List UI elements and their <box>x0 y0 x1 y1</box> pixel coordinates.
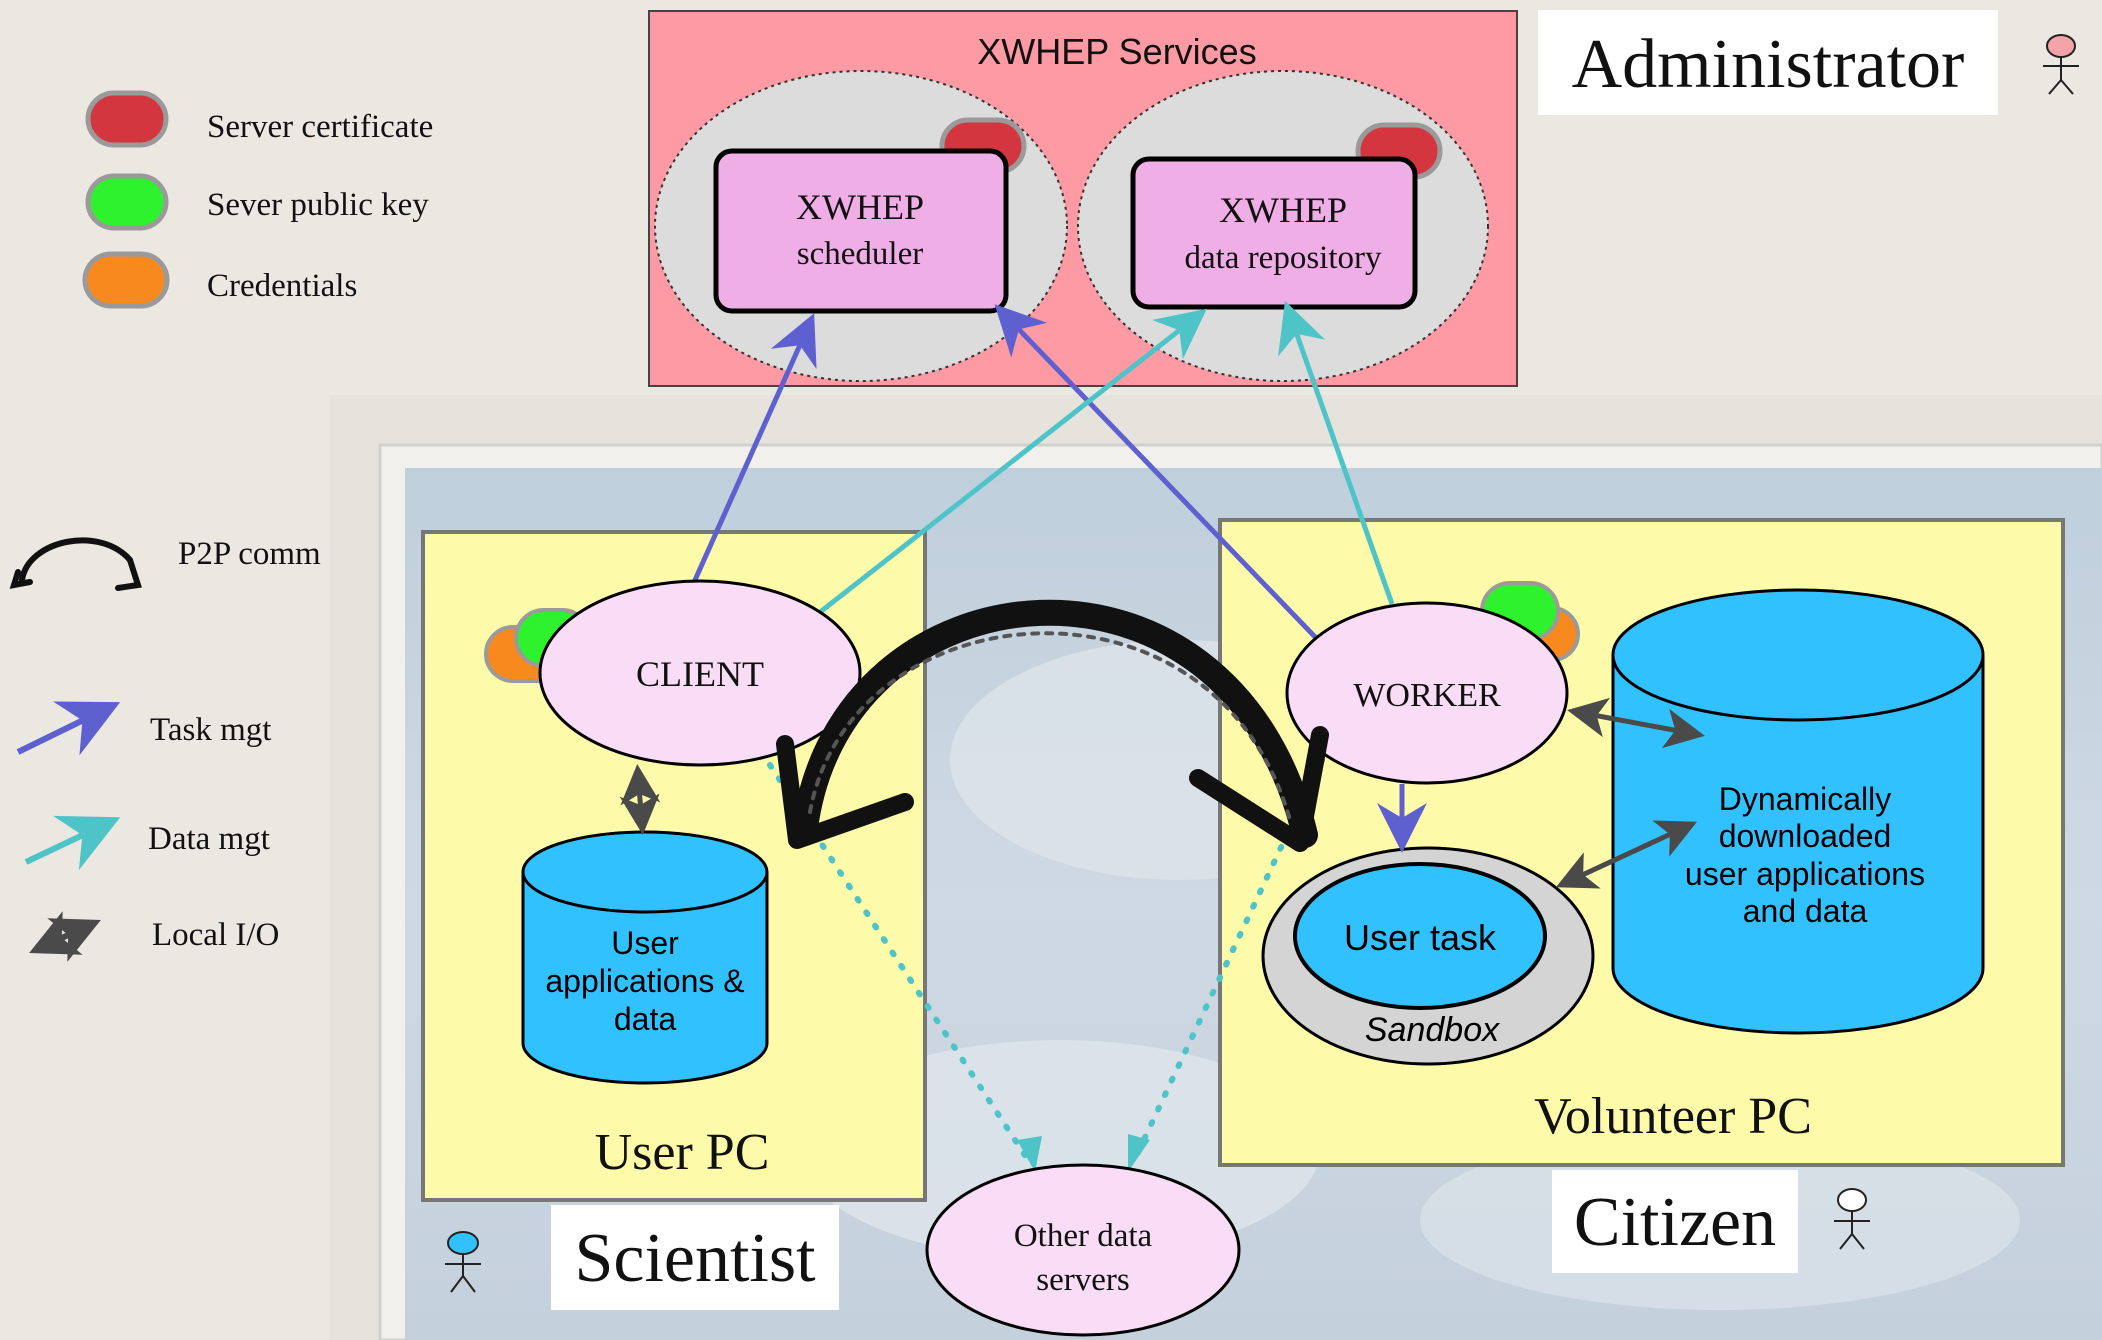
client-node: CLIENT <box>484 579 862 767</box>
client-storage-io-arrow <box>619 764 661 835</box>
repository-box: XWHEP data repository <box>1130 156 1418 310</box>
legend-task-label: Task mgt <box>150 712 271 748</box>
local-io-legend-icon <box>29 911 101 962</box>
worker-label: WORKER <box>1353 677 1501 714</box>
legend-data-label: Data mgt <box>148 821 270 857</box>
user-storage: User applications & data <box>521 830 769 1085</box>
other-data-servers-node: Other data servers <box>925 1163 1241 1337</box>
user-pc-label: User PC <box>595 1124 770 1181</box>
other-servers-line2: servers <box>1036 1262 1129 1298</box>
task-mgt-legend-icon <box>16 701 121 756</box>
citizen-figure-icon <box>1834 1188 1870 1250</box>
legend-certificate-swatch <box>85 90 169 148</box>
repository-line2: data repository <box>1184 240 1382 276</box>
user-task-label: User task <box>1344 917 1497 958</box>
legend-p2p-label: P2P comm <box>178 536 321 572</box>
volunteer-storage-line1: Dynamically <box>1719 781 1891 817</box>
task-storage-io-arrow <box>1555 820 1698 889</box>
p2p-legend-icon <box>9 537 142 591</box>
scheduler-box: XWHEP scheduler <box>713 148 1009 314</box>
client-label: CLIENT <box>636 654 764 694</box>
citizen-actor: Citizen <box>1552 1170 1870 1273</box>
worker-node: WORKER <box>1285 581 1580 785</box>
scientist-actor: Scientist <box>445 1205 839 1310</box>
client-to-repository-arrow <box>808 308 1207 622</box>
citizen-label: Citizen <box>1574 1184 1776 1261</box>
scientist-label: Scientist <box>574 1220 816 1297</box>
data-mgt-legend-icon <box>24 815 121 871</box>
sandbox-label: Sandbox <box>1365 1011 1500 1049</box>
volunteer-storage-line3: user applications <box>1685 856 1925 892</box>
legend-public-key-swatch <box>85 173 169 231</box>
user-storage-line2: applications & <box>545 963 744 999</box>
worker-to-scheduler-arrow <box>994 304 1320 642</box>
scheduler-line1: XWHEP <box>796 187 924 227</box>
other-servers-arrowhead-left <box>1017 1136 1042 1172</box>
legend-credentials-label: Credentials <box>207 268 357 304</box>
worker-to-repository-arrow <box>1278 300 1395 605</box>
administrator-label: Administrator <box>1572 26 1965 103</box>
scientist-figure-icon <box>445 1231 481 1293</box>
administrator-figure-icon <box>2043 34 2079 95</box>
other-servers-arrowhead-right <box>1128 1134 1150 1172</box>
user-storage-line3: data <box>614 1001 676 1037</box>
sandbox: Sandbox User task <box>1261 846 1595 1066</box>
xwhep-services-box: XWHEP Services XWHEP scheduler XWHEP dat… <box>648 10 1518 387</box>
legend-credentials-swatch <box>82 251 170 309</box>
user-task <box>1293 862 1547 1010</box>
volunteer-storage-line2: downloaded <box>1719 818 1892 854</box>
repository-line1: XWHEP <box>1219 190 1347 230</box>
p2p-communication-arrow <box>776 599 1329 852</box>
scheduler-line2: scheduler <box>797 236 923 272</box>
administrator-actor: Administrator <box>1538 10 2079 115</box>
legend: Server certificate Sever public key Cred… <box>9 90 433 962</box>
volunteer-storage: Dynamically downloaded user applications… <box>1611 588 1985 1035</box>
other-servers-line1: Other data <box>1014 1218 1153 1254</box>
legend-certificate-label: Server certificate <box>207 109 433 145</box>
legend-public-key-label: Sever public key <box>207 187 429 223</box>
worker-storage-io-arrow <box>1567 697 1705 749</box>
volunteer-pc-label: Volunteer PC <box>1534 1088 1812 1145</box>
volunteer-pc-box: Volunteer PC Dynamically downloaded user… <box>1218 518 2065 1167</box>
user-storage-line1: User <box>611 925 679 961</box>
volunteer-storage-line4: and data <box>1743 893 1868 929</box>
legend-local-io-label: Local I/O <box>152 917 279 953</box>
client-to-scheduler-arrow <box>684 313 817 600</box>
services-title: XWHEP Services <box>977 31 1256 72</box>
